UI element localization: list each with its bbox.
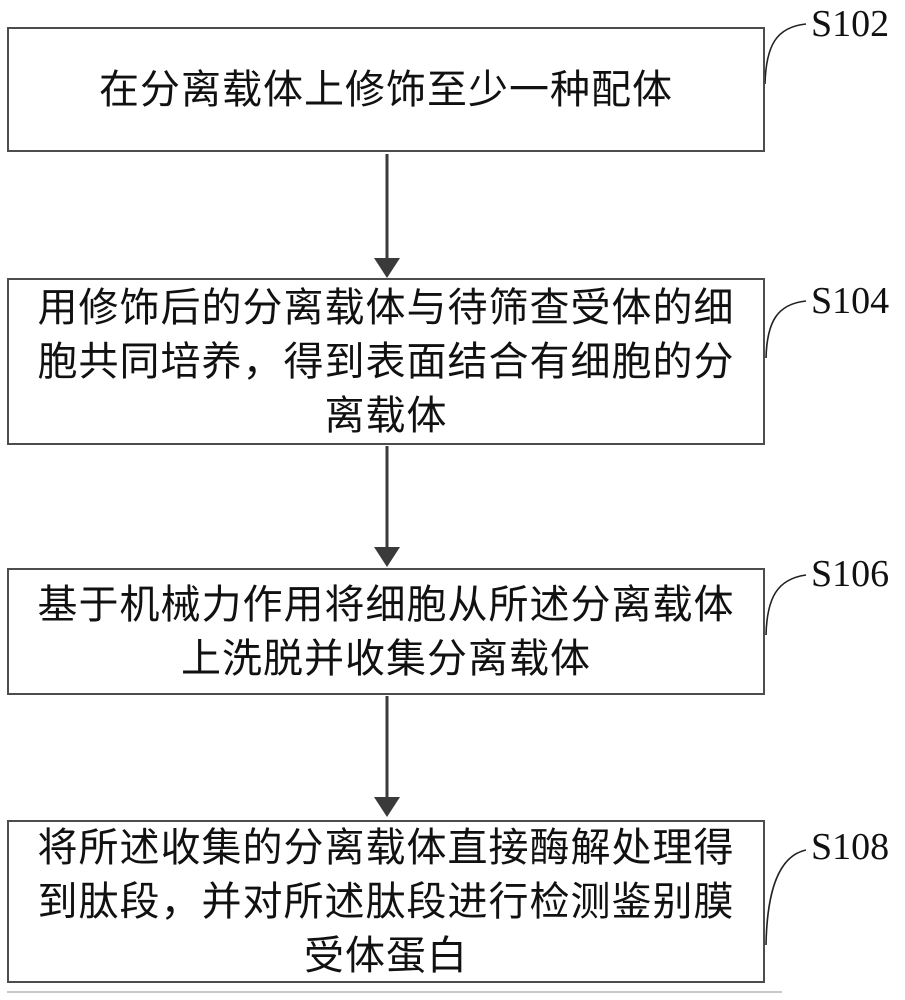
leader-line-s108 bbox=[765, 849, 807, 946]
flow-arrow-2 bbox=[374, 446, 400, 567]
step-text: 离载体 bbox=[324, 392, 448, 438]
step-text: 将所述收集的分离载体直接酶解处理得 bbox=[37, 824, 735, 870]
flow-arrow-3 bbox=[374, 696, 400, 817]
step-box-s106: 基于机械力作用将细胞从所述分离载体 上洗脱并收集分离载体 bbox=[7, 568, 765, 695]
leader-line-s102 bbox=[764, 23, 807, 85]
step-text: 受体蛋白 bbox=[304, 932, 468, 978]
step-text: 到肽段，并对所述肽段进行检测鉴别膜 bbox=[37, 878, 735, 924]
step-box-s102: 在分离载体上修饰至少一种配体 bbox=[7, 27, 765, 152]
step-label-s102: S102 bbox=[811, 3, 890, 45]
step-text: 上洗脱并收集分离载体 bbox=[181, 635, 591, 681]
flow-arrow-1 bbox=[374, 154, 400, 278]
step-label-s106: S106 bbox=[811, 553, 890, 595]
step-text: 用修饰后的分离载体与待筛查受体的细 bbox=[37, 284, 735, 330]
step-text: 胞共同培养，得到表面结合有细胞的分 bbox=[37, 338, 735, 384]
step-box-s108: 将所述收集的分离载体直接酶解处理得 到肽段，并对所述肽段进行检测鉴别膜 受体蛋白 bbox=[7, 820, 765, 983]
step-label-s108: S108 bbox=[811, 826, 890, 868]
step-label-s104: S104 bbox=[811, 280, 890, 322]
leader-line-s106 bbox=[765, 574, 807, 636]
leader-line-s104 bbox=[765, 300, 807, 359]
scan-artifact-line bbox=[7, 991, 782, 993]
step-text: 基于机械力作用将细胞从所述分离载体 bbox=[37, 581, 735, 627]
step-box-s104: 用修饰后的分离载体与待筛查受体的细 胞共同培养，得到表面结合有细胞的分 离载体 bbox=[7, 278, 765, 445]
step-text: 在分离载体上修饰至少一种配体 bbox=[99, 66, 673, 112]
